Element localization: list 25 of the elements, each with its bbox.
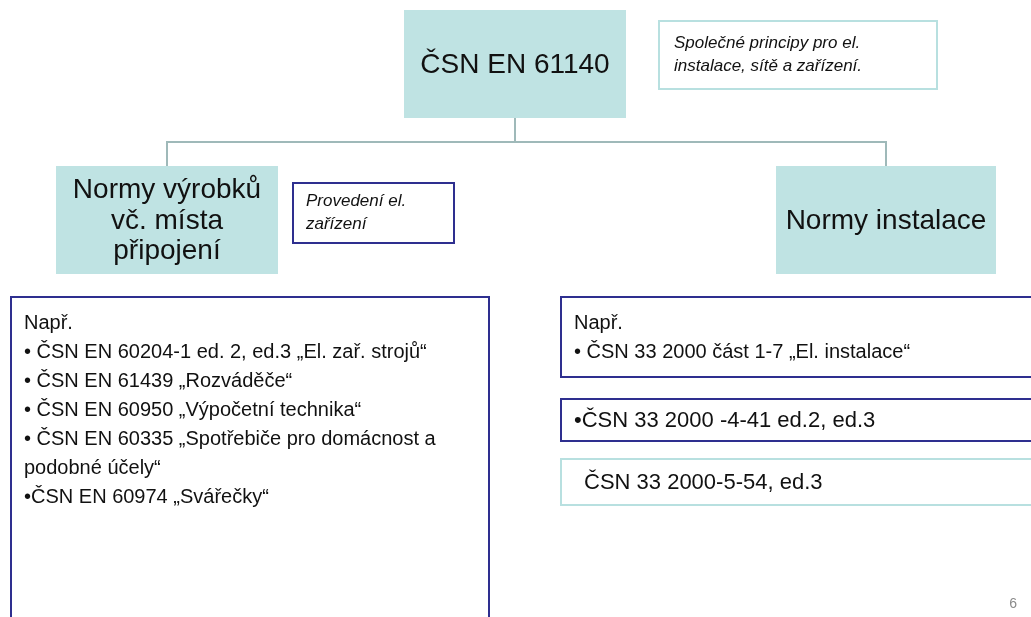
node-text: Společné principy pro el. instalace, sítě a zařízení.	[674, 32, 864, 77]
standard-box	[560, 458, 1031, 506]
node-text: ČSN EN 61140	[419, 48, 611, 80]
heading-box	[776, 166, 996, 274]
heading-box	[56, 166, 278, 274]
note-box	[658, 20, 938, 90]
list-item: • ČSN EN 60335 „Spotřebiče pro domácnost a podobné účely“	[24, 426, 437, 480]
heading-box	[404, 10, 626, 118]
list-item: • ČSN EN 60950 „Výpočetní technika“	[24, 397, 363, 422]
note-box	[292, 182, 455, 244]
list-item: • ČSN EN 61439 „Rozváděče“	[24, 368, 294, 393]
node-text: •ČSN 33 2000 -4-41 ed.2, ed.3	[574, 405, 877, 434]
list-box	[560, 296, 1031, 378]
list-item: •ČSN EN 60974 „Svářečky“	[24, 484, 270, 509]
node-text: Normy výrobků vč. místa připojení	[71, 173, 263, 267]
node-text: Např.	[574, 310, 624, 335]
node-text: Normy instalace	[784, 204, 988, 236]
list-item: • ČSN EN 60204-1 ed. 2, ed.3 „El. zař. strojů“	[24, 339, 428, 364]
page-number: 6	[1009, 595, 1017, 611]
list-item: • ČSN 33 2000 část 1-7 „El. instalace“	[574, 339, 912, 364]
node-text: Provedení el. zařízení	[306, 190, 408, 235]
standard-box	[560, 398, 1031, 442]
node-text: ČSN 33 2000-5-54, ed.3	[584, 467, 824, 496]
node-text: Např.	[24, 310, 74, 335]
list-box	[10, 296, 490, 617]
